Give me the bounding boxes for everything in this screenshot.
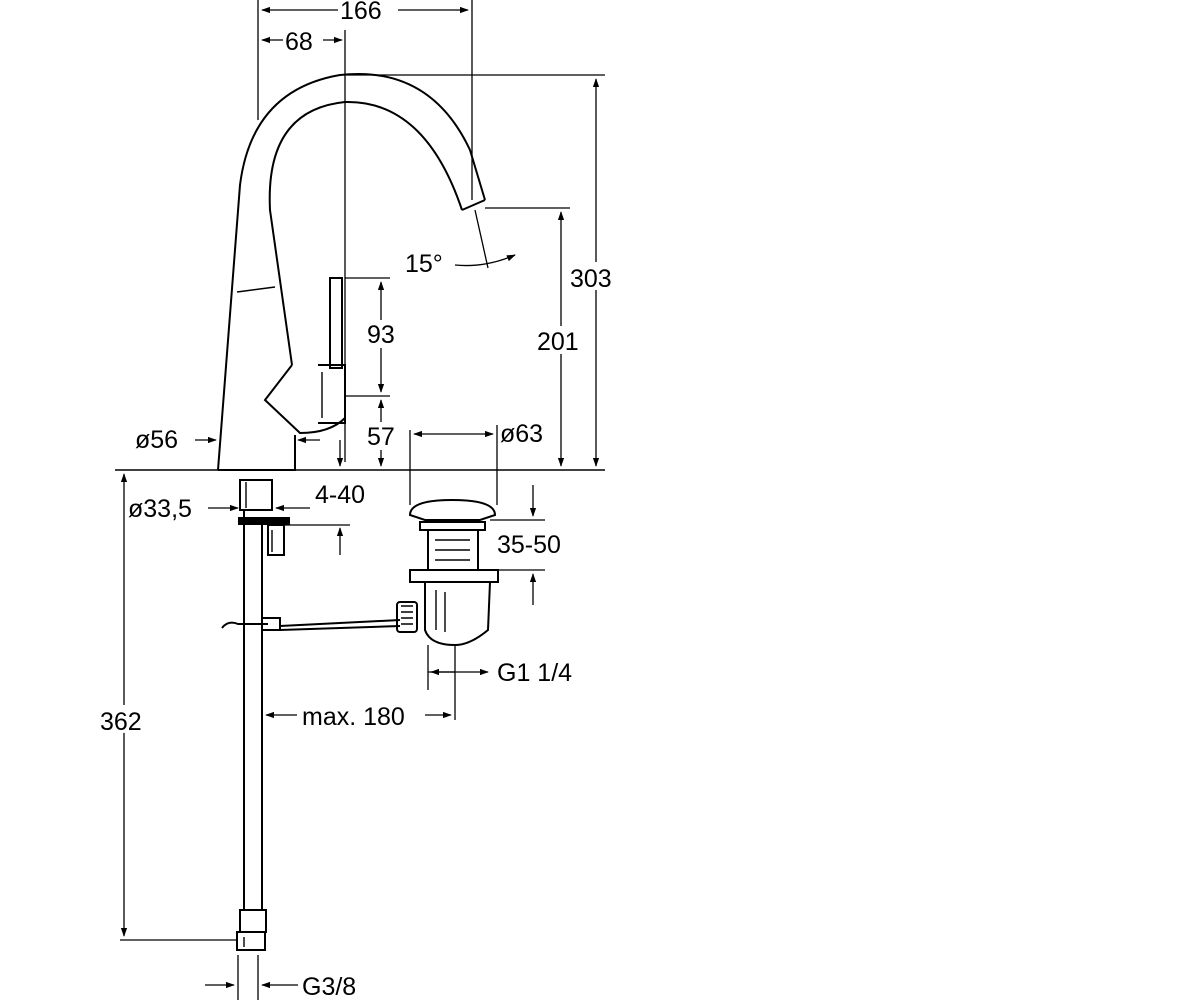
dim-base-diameter: ø56	[135, 426, 178, 454]
pull-rod	[221, 601, 418, 633]
dim-drain-diameter: ø63	[500, 420, 543, 448]
dim-height-total: 303	[570, 265, 612, 293]
dim-drain-thread: G1 1/4	[497, 659, 572, 687]
dim-deck-thickness: 4-40	[315, 481, 365, 509]
dim-drain-range: 35-50	[497, 531, 561, 559]
dim-lever-base: 57	[367, 423, 395, 451]
dim-hose-thread: G3/8	[302, 973, 356, 1000]
dim-shank-diameter: ø33,5	[128, 495, 192, 523]
dim-spout-angle: 15°	[405, 250, 443, 278]
dim-hose-length: 362	[100, 708, 142, 736]
supply-hose	[236, 510, 267, 951]
faucet-body	[217, 73, 486, 471]
dim-rod-reach: max. 180	[302, 703, 405, 731]
dim-width-total: 166	[340, 0, 382, 25]
dim-lever-height: 93	[367, 321, 395, 349]
drain-assembly	[408, 498, 499, 647]
mounting-shank	[238, 479, 290, 556]
dimension-lines	[120, 0, 605, 1000]
dim-width-spout-axis: 68	[285, 28, 313, 56]
dim-height-spout: 201	[537, 328, 579, 356]
